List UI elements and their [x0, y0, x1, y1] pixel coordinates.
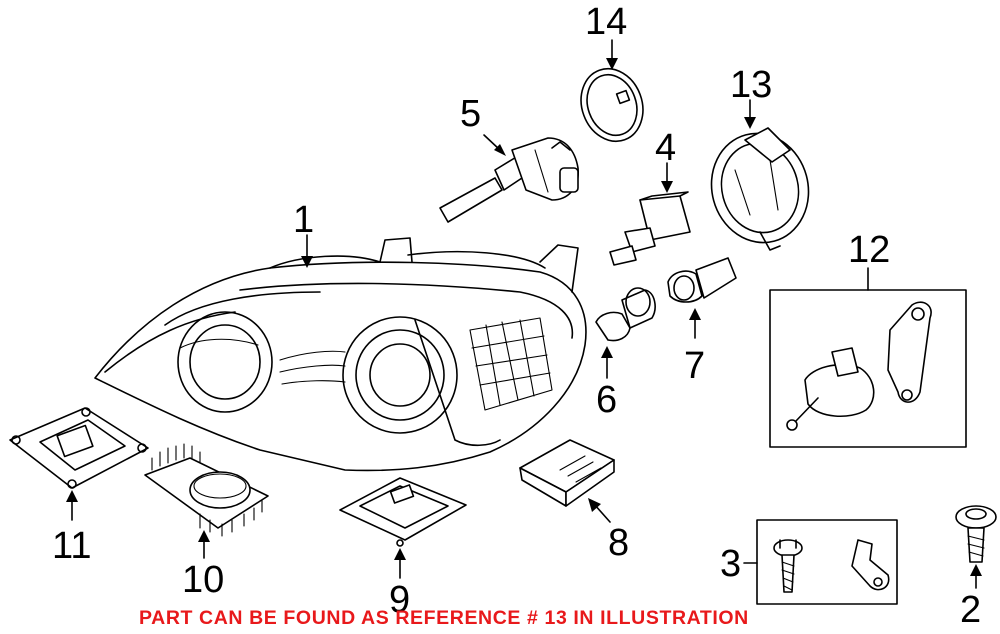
part-3-screw-bracket — [756, 519, 898, 605]
part-8-module — [519, 439, 615, 507]
callout-11: 11 — [52, 525, 91, 567]
part-12-leveling-motor — [769, 289, 967, 448]
callout-3: 3 — [720, 543, 741, 585]
callout-8: 8 — [608, 522, 629, 564]
part-5-bulb — [439, 137, 579, 223]
part-13-adjuster-ring — [710, 127, 810, 251]
part-7-socket — [667, 257, 737, 303]
callout-6: 6 — [596, 379, 617, 421]
part-10-igniter — [144, 443, 269, 537]
callout-10: 10 — [182, 559, 224, 601]
part-14-retaining-ring — [580, 67, 644, 143]
part-1-headlight-assembly — [94, 237, 587, 472]
callout-5: 5 — [460, 93, 481, 135]
part-9-control-module — [339, 477, 467, 547]
callout-1: 1 — [293, 199, 314, 241]
callout-14: 14 — [585, 1, 627, 43]
callout-12: 12 — [848, 229, 890, 271]
callout-13: 13 — [730, 64, 772, 106]
callout-7: 7 — [684, 345, 705, 387]
part-6-small-bulb — [595, 287, 656, 342]
reference-note: PART CAN BE FOUND AS REFERENCE # 13 IN I… — [139, 607, 749, 629]
callout-9: 9 — [389, 579, 410, 621]
part-2-screw — [955, 505, 997, 563]
leader-lines — [66, 39, 982, 589]
part-4-bulb — [609, 191, 691, 266]
callout-4: 4 — [655, 127, 676, 169]
part-11-ballast — [9, 407, 149, 489]
callout-2: 2 — [960, 589, 981, 631]
